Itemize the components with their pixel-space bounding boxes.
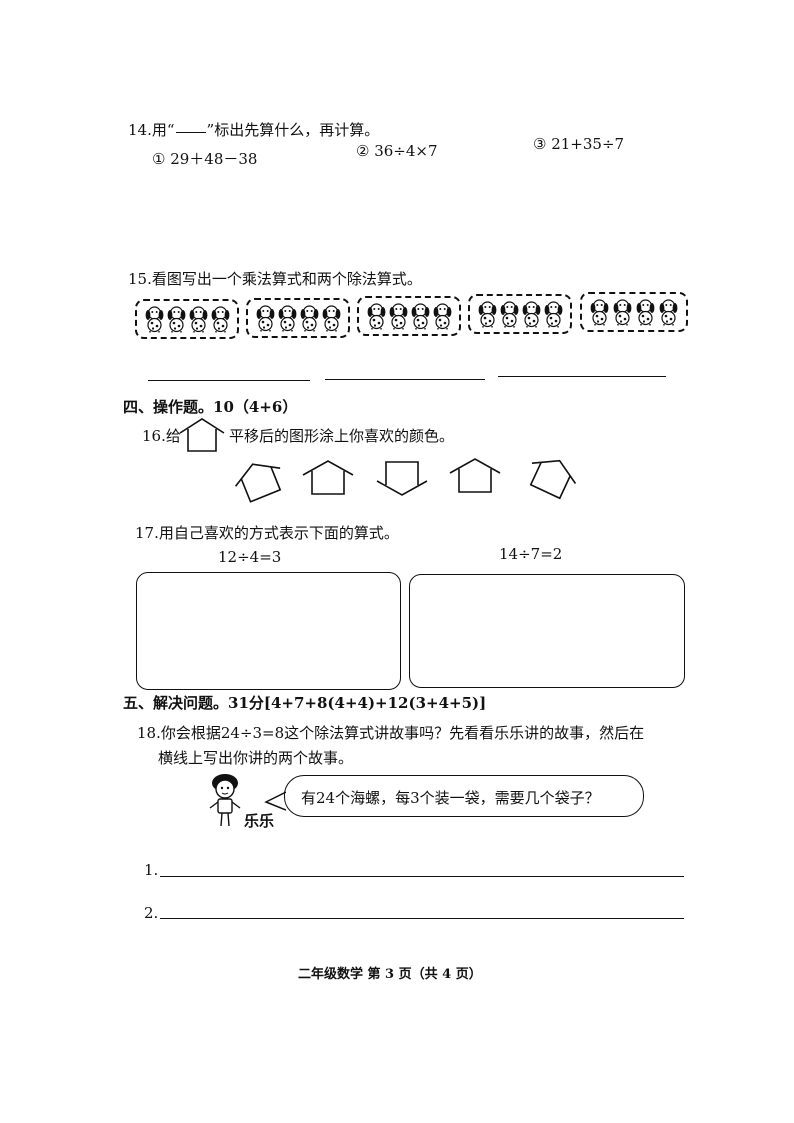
- dog-icon: [188, 305, 209, 333]
- q17-expr-1: 12÷4=3: [218, 548, 282, 566]
- house-shape-icon: [179, 418, 225, 452]
- dog-group-1: [135, 299, 239, 339]
- dog-icon: [658, 298, 679, 326]
- q14-item-3: ③ 21+35÷7: [533, 135, 625, 153]
- house-option-1-icon[interactable]: [228, 455, 290, 505]
- q18-answer-line-2[interactable]: [160, 918, 684, 919]
- dog-icon: [477, 300, 498, 328]
- speech-text: 有24个海螺，每3个装一袋，需要几个袋子？: [301, 789, 600, 807]
- dog-icon: [321, 304, 342, 332]
- dog-group-5: [580, 292, 688, 332]
- q17-title: 17.用自己喜欢的方式表示下面的算式。: [135, 524, 399, 542]
- dog-icon: [612, 298, 633, 326]
- dog-icon: [521, 300, 542, 328]
- lele-character-icon: [209, 774, 241, 827]
- q14-instruction: 14.用“ ”标出先算什么，再计算。: [128, 119, 379, 140]
- dog-icon: [410, 302, 431, 330]
- q14-suffix: ”标出先算什么，再计算。: [206, 121, 380, 139]
- dog-icon: [635, 298, 656, 326]
- section-4-title: 四、操作题。10（4+6）: [123, 398, 298, 416]
- q15-title: 15.看图写出一个乘法算式和两个除法算式。: [128, 270, 422, 288]
- lele-name-label: 乐乐: [244, 812, 275, 830]
- q17-answer-box-2[interactable]: [409, 574, 685, 688]
- dog-group-3: [357, 296, 461, 336]
- dog-icon: [255, 304, 276, 332]
- dog-icon: [299, 304, 320, 332]
- speech-bubble-tail: [264, 791, 286, 811]
- q17-answer-box-1[interactable]: [136, 572, 401, 690]
- dog-icon: [589, 298, 610, 326]
- dog-icon: [166, 305, 187, 333]
- dog-group-2: [246, 298, 350, 338]
- q17-expr-2: 14÷7=2: [499, 545, 563, 563]
- dog-icon: [388, 302, 409, 330]
- section-5-title: 五、解决问题。31分[4+7+8(4+4)+12(3+4+5)]: [123, 694, 487, 712]
- house-option-5-icon[interactable]: [521, 451, 583, 503]
- speech-bubble: 有24个海螺，每3个装一袋，需要几个袋子？: [284, 775, 644, 817]
- q18-line-1: 18.你会根据24÷3=8这个除法算式讲故事吗？先看看乐乐讲的故事，然后在: [137, 724, 645, 742]
- q15-answer-line-2[interactable]: [325, 379, 485, 380]
- dog-icon: [210, 305, 231, 333]
- q16-prefix: 16.给: [142, 427, 181, 445]
- answer-label-2: 2.: [144, 904, 159, 922]
- q16-suffix: 平移后的图形涂上你喜欢的颜色。: [229, 427, 455, 445]
- q14-item-1: ① 29＋48－38: [152, 150, 258, 168]
- q14-prefix: 14.用“: [128, 121, 175, 139]
- q18-answer-line-1[interactable]: [160, 876, 684, 877]
- dog-icon: [277, 304, 298, 332]
- dog-icon: [432, 302, 453, 330]
- q14-underline-mark: [175, 132, 206, 133]
- q18-line-2: 横线上写出你讲的两个故事。: [158, 749, 354, 767]
- q15-answer-line-3[interactable]: [498, 376, 666, 377]
- dog-icon: [144, 305, 165, 333]
- q14-item-2: ② 36÷4×7: [356, 142, 438, 160]
- q15-answer-line-1[interactable]: [148, 380, 310, 381]
- dog-icon: [366, 302, 387, 330]
- dog-group-4: [468, 294, 572, 334]
- page-footer: 二年级数学 第 3 页（共 4 页）: [298, 967, 482, 982]
- house-option-4-icon[interactable]: [447, 456, 503, 496]
- dog-icon: [543, 300, 564, 328]
- house-option-3-icon[interactable]: [374, 458, 430, 498]
- dog-icon: [499, 300, 520, 328]
- answer-label-1: 1.: [144, 861, 159, 879]
- house-option-2-icon[interactable]: [300, 458, 356, 498]
